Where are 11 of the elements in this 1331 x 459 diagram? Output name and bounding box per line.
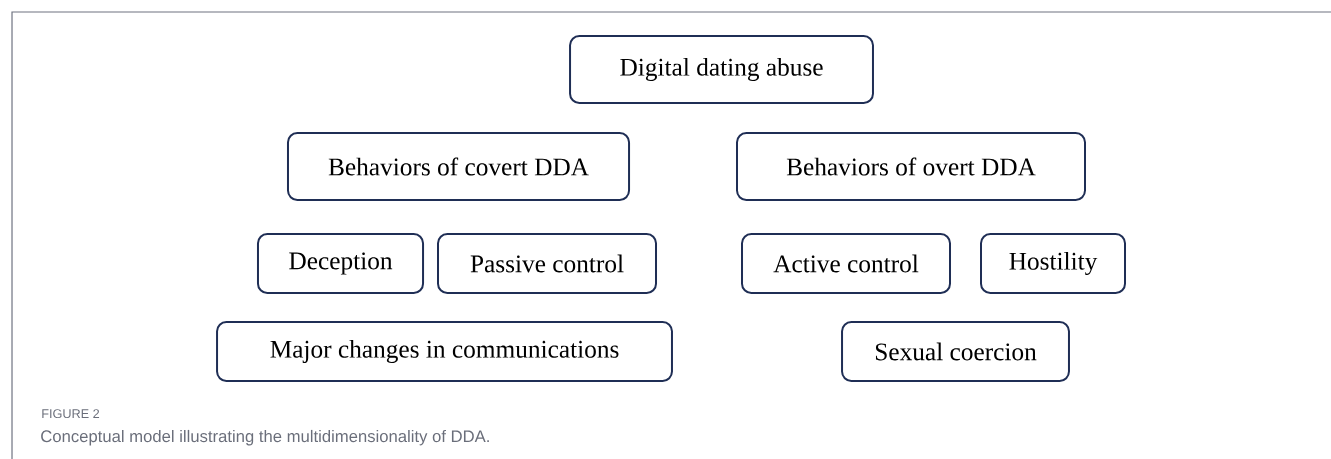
- category-box: Digital dating abuse: [569, 35, 874, 104]
- category-box: Behaviors of overt DDA: [736, 132, 1086, 201]
- category-box: Passive control: [437, 233, 657, 294]
- category-box: Behaviors of covert DDA: [287, 132, 631, 201]
- category-box: Deception: [257, 233, 425, 294]
- figure-label: FIGURE 2: [42, 409, 100, 419]
- caption: Conceptual model illustrating the multidimensionality of DDA.: [41, 429, 489, 446]
- category-box: Hostility: [980, 233, 1126, 294]
- category-box: Active control: [741, 233, 951, 294]
- category-box: Major changes in communications: [216, 321, 673, 382]
- category-box: Sexual coercion: [841, 321, 1070, 382]
